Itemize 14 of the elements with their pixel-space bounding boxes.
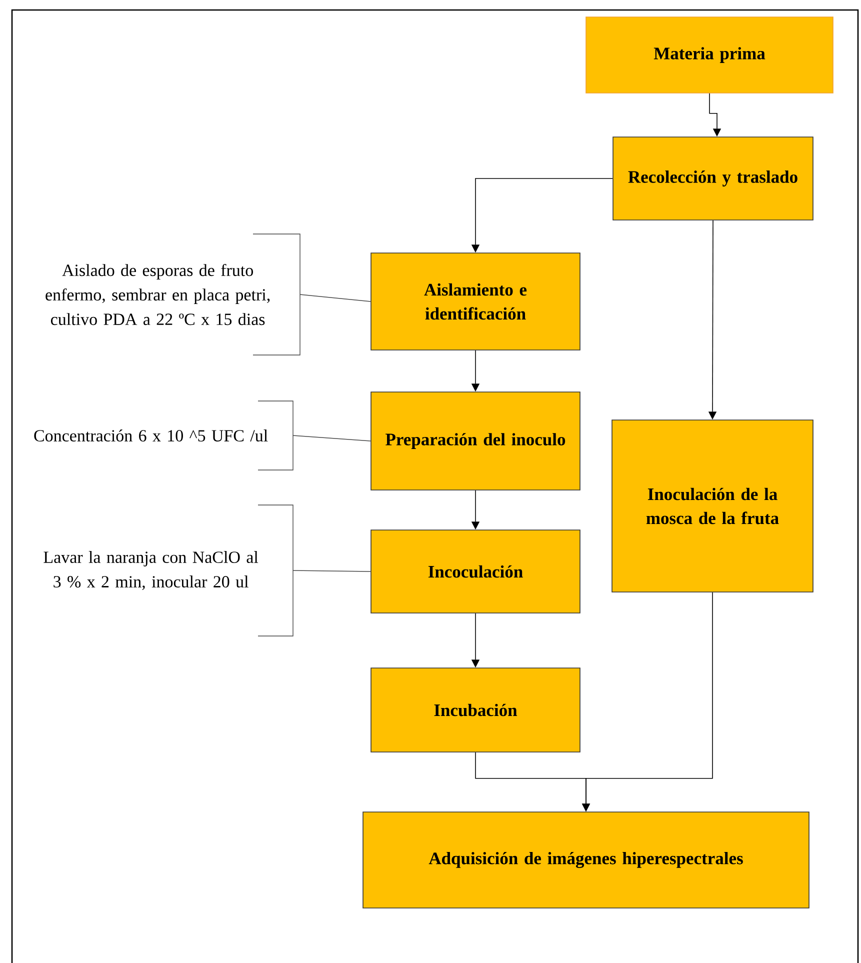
process-box: Recolección y traslado [612, 136, 814, 220]
process-box: Preparación del inoculo [370, 392, 580, 490]
process-box: Materia prima [586, 16, 834, 94]
leader-line [292, 435, 371, 442]
process-box: Incoculación [370, 530, 580, 614]
process-box: Inoculación de la mosca de la fruta [612, 420, 814, 592]
process-box: Incubación [370, 668, 580, 752]
leader-line [292, 570, 371, 572]
bracketed-note: Aislado de esporas de fruto enfermo, sembrar en placa petri, cultivo PDA a 22 ºC x 15 dias [46, 234, 300, 356]
leader-line [300, 294, 371, 302]
process-box: Adquisición de imágenes hiperespectrales [362, 812, 810, 908]
bracketed-note: Lavar la naranja con NaClO al 3 % x 2 min, inocular 20 ul [44, 504, 294, 636]
bracketed-note: Concentración 6 x 10 ^5 UFC /ul [34, 400, 294, 470]
process-box: Aislamiento e identificación [370, 252, 580, 350]
